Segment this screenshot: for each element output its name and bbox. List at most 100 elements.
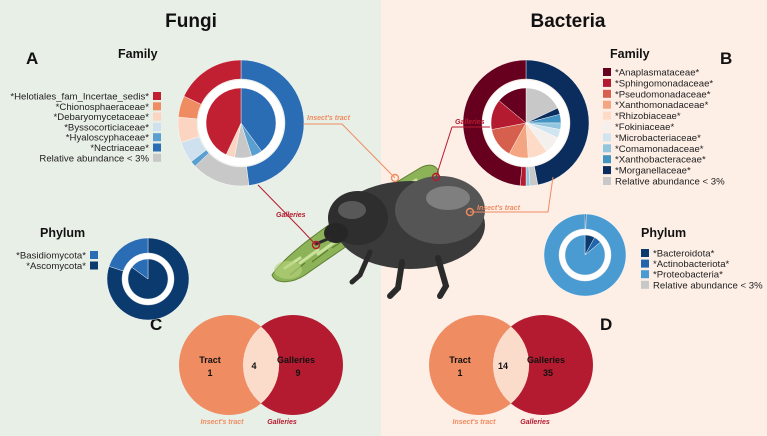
bacteria-family-legend-label-3: *Xanthomonadaceae* <box>615 100 709 111</box>
donut-gap-ring-3 <box>559 229 611 281</box>
bacteria-family-legend-swatch-5 <box>603 122 611 131</box>
fungi-phylum-legend-swatch-1 <box>90 261 98 270</box>
venn-diagram-d <box>429 315 593 415</box>
bacteria-family-legend-label-6: *Microbacteriaceae* <box>615 133 701 144</box>
fungi-family-legend-label-2: *Debaryomycetaceae* <box>54 112 150 123</box>
venn-c-overlap-value: 4 <box>251 361 256 371</box>
bacteria-phylum-legend-label-3: Relative abundance < 3% <box>653 280 763 291</box>
fungi-family-heading: Family <box>118 47 158 61</box>
bacteria-family-outer-slice-4 <box>462 59 527 186</box>
bacteria-family-legend-label-2: *Pseudomonadaceae* <box>615 89 711 100</box>
bacteria-family-legend-swatch-7 <box>603 144 611 153</box>
bacteria-family-legend-swatch-3 <box>603 100 611 109</box>
fungi-phylum-outer-slice-1 <box>108 237 149 272</box>
fungi-family-legend-label-4: *Hyaloscyphaceae* <box>66 133 149 144</box>
bacteria-family-outer-slice-0 <box>525 59 590 186</box>
bacteria-galleries-annotation: Galleries <box>455 119 485 126</box>
bacteria-family-legend-swatch-9 <box>603 166 611 175</box>
bacteria-family-heading: Family <box>610 47 650 61</box>
donut-gap-ring-2 <box>483 80 569 166</box>
bacteria-family-legend-label-8: *Xanthobacteraceae* <box>615 155 706 166</box>
fungi-tract-annotation: Insect's tract <box>307 115 351 122</box>
fungi-phylum-heading: Phylum <box>40 226 85 240</box>
fungi-family-legend-swatch-3 <box>153 122 161 131</box>
bacteria-family-legend-label-0: *Anaplasmataceae* <box>615 68 700 79</box>
bacteria-family-legend-label-9: *Morganellaceae* <box>615 166 691 177</box>
bacteria-phylum-outer-slice-1 <box>543 213 627 297</box>
fungi-phylum-legend-label-0: *Basidiomycota* <box>16 251 86 262</box>
bacteria-family-legend-swatch-4 <box>603 111 611 120</box>
fungi-family-legend-swatch-0 <box>153 92 161 100</box>
bacteria-family-legend-label-4: *Rhizobiaceae* <box>615 111 681 122</box>
bacteria-phylum-legend-swatch-2 <box>641 270 649 279</box>
fungi-family-legend-label-6: Relative abundance < 3% <box>39 153 149 164</box>
bacteria-family-legend-swatch-2 <box>603 89 611 98</box>
bacteria-family-legend-label-7: *Comamonadaceae* <box>615 144 704 155</box>
bacteria-family-legend-swatch-10 <box>603 177 611 185</box>
venn-d-overlap-value: 14 <box>498 361 508 371</box>
bacteria-phylum-legend-swatch-1 <box>641 259 649 268</box>
fungi-family-legend-label-1: *Chionosphaeraceae* <box>56 102 150 113</box>
bacteria-phylum-legend-label-2: *Proteobacteria* <box>653 270 723 281</box>
fungi-phylum-legend-swatch-0 <box>90 251 98 259</box>
fungi-family-legend-swatch-1 <box>153 102 161 111</box>
fungi-family-inner-slice-4 <box>205 87 242 155</box>
bacteria-tract-annotation: Insect's tract <box>477 205 521 212</box>
venn-diagram-c <box>179 315 343 415</box>
annotation-dots <box>311 172 475 250</box>
bacteria-phylum-legend-label-0: *Bacteroidota* <box>653 249 715 260</box>
bacteria-phylum-legend-swatch-0 <box>641 249 649 257</box>
venn-c-tract-value: 1 <box>207 368 212 378</box>
fungi-family-legend: *Helotiales_fam_Incertae_sedis**Chionosp… <box>10 92 161 164</box>
venn-d-tract-label: Tract <box>449 355 471 365</box>
fungi-galleries-annotation: Galleries <box>276 212 306 219</box>
fungi-title: Fungi <box>165 11 217 32</box>
bacteria-family-legend-swatch-8 <box>603 155 611 164</box>
bacteria-family-legend-label-1: *Sphingomonadaceae* <box>615 78 713 89</box>
venn-d-tract-caption: Insect's tract <box>453 419 497 426</box>
bacteria-phylum-legend-swatch-3 <box>641 280 649 289</box>
fungi-family-legend-swatch-5 <box>153 143 161 152</box>
venn-c-galleries-label: Galleries <box>277 355 315 365</box>
fungi-phylum-inner-slice-1 <box>131 258 149 280</box>
bacteria-phylum-heading: Phylum <box>641 226 686 240</box>
bacteria-family-legend-label-10: Relative abundance < 3% <box>615 177 725 188</box>
fungi-phylum-legend: *Basidiomycota**Ascomycota* <box>16 251 98 272</box>
fungi-phylum-legend-label-1: *Ascomycota* <box>26 261 86 272</box>
panel-label-b: B <box>720 49 732 68</box>
venn-c-tract-caption: Insect's tract <box>201 419 245 426</box>
bacteria-phylum-inner-slice-2 <box>564 234 606 276</box>
bacteria-title: Bacteria <box>531 11 606 32</box>
venn-d-tract-value: 1 <box>457 368 462 378</box>
bacteria-phylum-legend-label-1: *Actinobacteriota* <box>653 259 730 270</box>
fungi-family-legend-swatch-4 <box>153 133 161 142</box>
panel-label-a: A <box>26 49 38 68</box>
bacteria-family-legend-swatch-0 <box>603 68 611 76</box>
bacteria-family-legend-swatch-6 <box>603 133 611 142</box>
panel-label-d: D <box>600 315 612 334</box>
fungi-family-legend-swatch-6 <box>153 153 161 162</box>
venn-c-tract-label: Tract <box>199 355 221 365</box>
bacteria-phylum-legend: *Bacteroidota**Actinobacteriota**Proteob… <box>641 249 763 291</box>
fungi-family-legend-label-5: *Nectriaceae* <box>90 143 149 154</box>
annotation-lines <box>257 123 554 246</box>
fungi-family-inner-slice-0 <box>240 87 277 152</box>
bacteria-family-legend-swatch-1 <box>603 78 611 87</box>
venn-c-galleries-caption: Galleries <box>267 419 297 426</box>
venn-d-galleries-value: 35 <box>543 368 553 378</box>
venn-c-galleries-value: 9 <box>295 368 300 378</box>
fungi-phylum-outer-slice-0 <box>106 237 190 321</box>
fungi-family-outer-slice-6 <box>183 59 242 105</box>
beetle-illustration <box>314 176 485 299</box>
fungi-family-legend-label-3: *Byssocorticiaceae* <box>64 122 149 133</box>
bacteria-family-inner-slice-10 <box>498 87 527 124</box>
donut-gap-ring-0 <box>198 80 284 166</box>
venn-d-galleries-label: Galleries <box>527 355 565 365</box>
bacteria-family-legend: *Anaplasmataceae**Sphingomonadaceae**Pse… <box>603 68 725 188</box>
donut-gap-ring-1 <box>122 253 174 305</box>
bacteria-family-legend-label-5: *Fokiniaceae* <box>615 122 674 133</box>
fungi-family-legend-label-0: *Helotiales_fam_Incertae_sedis* <box>10 92 149 103</box>
donut-charts <box>106 59 627 321</box>
venn-d-galleries-caption: Galleries <box>520 419 550 426</box>
